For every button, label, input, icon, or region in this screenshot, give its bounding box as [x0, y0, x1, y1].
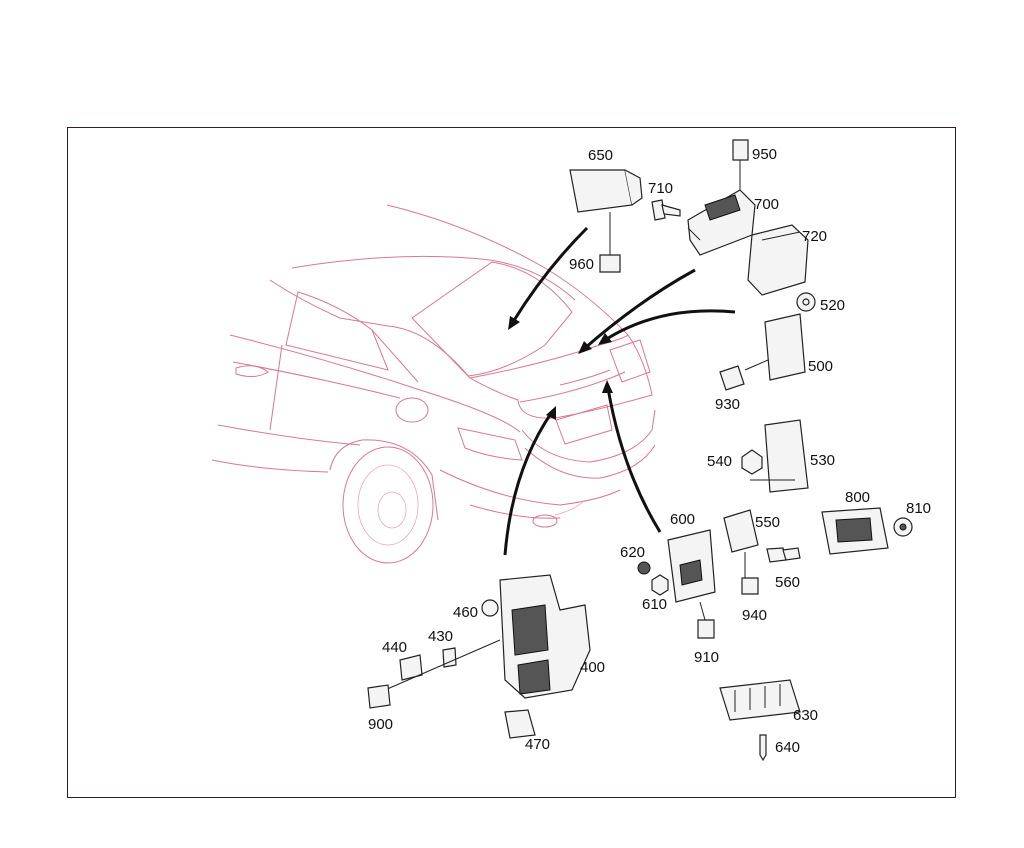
label-430: 430	[428, 628, 453, 645]
label-460: 460	[453, 604, 478, 621]
label-960: 960	[569, 256, 594, 273]
label-560: 560	[775, 574, 800, 591]
label-800: 800	[845, 489, 870, 506]
label-400: 400	[580, 659, 605, 676]
label-470: 470	[525, 736, 550, 753]
label-700: 700	[754, 196, 779, 213]
label-630: 630	[793, 707, 818, 724]
parts-art	[367, 139, 913, 762]
label-610: 610	[642, 596, 667, 613]
label-640: 640	[775, 739, 800, 756]
arrowhead	[602, 380, 613, 393]
label-540: 540	[707, 453, 732, 470]
label-530: 530	[810, 452, 835, 469]
label-910: 910	[694, 649, 719, 666]
label-550: 550	[755, 514, 780, 531]
assembly-arrows	[503, 226, 736, 556]
label-650: 650	[588, 147, 613, 164]
label-720: 720	[802, 228, 827, 245]
diagram-frame	[67, 127, 956, 798]
label-940: 940	[742, 607, 767, 624]
car-outline	[211, 204, 656, 564]
arrowhead	[546, 406, 556, 420]
label-930: 930	[715, 396, 740, 413]
label-900: 900	[368, 716, 393, 733]
label-810: 810	[906, 500, 931, 517]
label-520: 520	[820, 297, 845, 314]
label-710: 710	[648, 180, 673, 197]
label-600: 600	[670, 511, 695, 528]
part-labels: 650 710 950 700 720 960 520 500 930 540 …	[368, 146, 931, 756]
label-620: 620	[620, 544, 645, 561]
arrowhead	[598, 333, 612, 345]
arrowhead	[578, 341, 592, 354]
arrowhead	[508, 316, 520, 330]
label-950: 950	[752, 146, 777, 163]
label-500: 500	[808, 358, 833, 375]
label-440: 440	[382, 639, 407, 656]
